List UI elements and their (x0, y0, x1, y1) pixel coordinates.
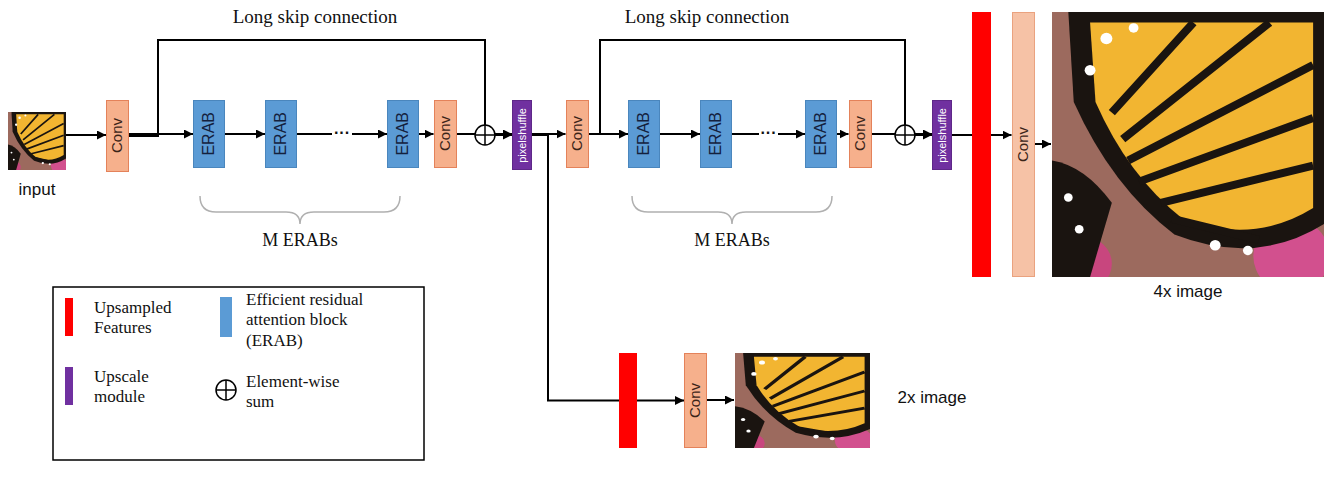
erab-block: ERAB (628, 100, 660, 168)
block-label: pixelshuffle (936, 108, 948, 163)
data-flow-arrow (225, 133, 265, 135)
legend-swatch (65, 298, 73, 336)
erab-block: ERAB (805, 100, 837, 168)
erab-block: ERAB (700, 100, 732, 168)
output-label: 2x image (898, 388, 967, 408)
skip-connection-label: Long skip connection (625, 6, 790, 28)
block-count-label: M ERABs (694, 230, 770, 251)
ellipsis-label: ··· (759, 125, 779, 141)
legend-text: Element-wise sum (246, 372, 356, 413)
data-flow-arrow (660, 133, 700, 135)
conv-layer: Conv (106, 100, 129, 172)
output-label: 4x image (1154, 282, 1223, 302)
block-label: ERAB (272, 112, 290, 156)
conv-layer: Conv (1012, 12, 1035, 277)
erab-block: ERAB (387, 100, 419, 168)
conv-layer: Conv (849, 100, 872, 168)
legend-swatch (220, 297, 232, 337)
erab-block: ERAB (265, 100, 297, 168)
conv-layer: Conv (684, 353, 707, 448)
data-flow-arrow (419, 133, 434, 135)
data-flow-arrow (532, 135, 684, 401)
block-label: pixelshuffle (516, 108, 528, 163)
pixelshuffle-module: pixelshuffle (932, 100, 952, 170)
block-label: Conv (569, 116, 586, 151)
data-flow-arrow (837, 133, 849, 135)
pixelshuffle-module: pixelshuffle (512, 100, 532, 170)
block-label: Conv (109, 118, 126, 153)
block-label: Conv (852, 116, 869, 151)
erab-block: ERAB (193, 100, 225, 168)
block-label: ERAB (394, 112, 412, 156)
conv-layer: Conv (434, 100, 457, 168)
legend-text: Upsampled Features (94, 298, 204, 339)
input-label: input (19, 180, 56, 200)
block-label: Conv (437, 116, 454, 151)
block-label: ERAB (635, 112, 653, 156)
legend-swatch (65, 367, 73, 405)
ellipsis-label: ··· (332, 125, 352, 141)
block-label: ERAB (200, 112, 218, 156)
block-label: ERAB (812, 112, 830, 156)
legend-text: Efficient residual attention block (ERAB… (246, 290, 406, 351)
conv-layer: Conv (566, 100, 589, 168)
block-label: Conv (687, 383, 704, 418)
block-label: Conv (1015, 127, 1032, 162)
block-label: ERAB (707, 112, 725, 156)
legend-text: Upscale module (94, 367, 194, 408)
skip-connection-label: Long skip connection (233, 6, 398, 28)
data-flow-arrow (129, 133, 193, 135)
block-count-label: M ERABs (262, 230, 338, 251)
